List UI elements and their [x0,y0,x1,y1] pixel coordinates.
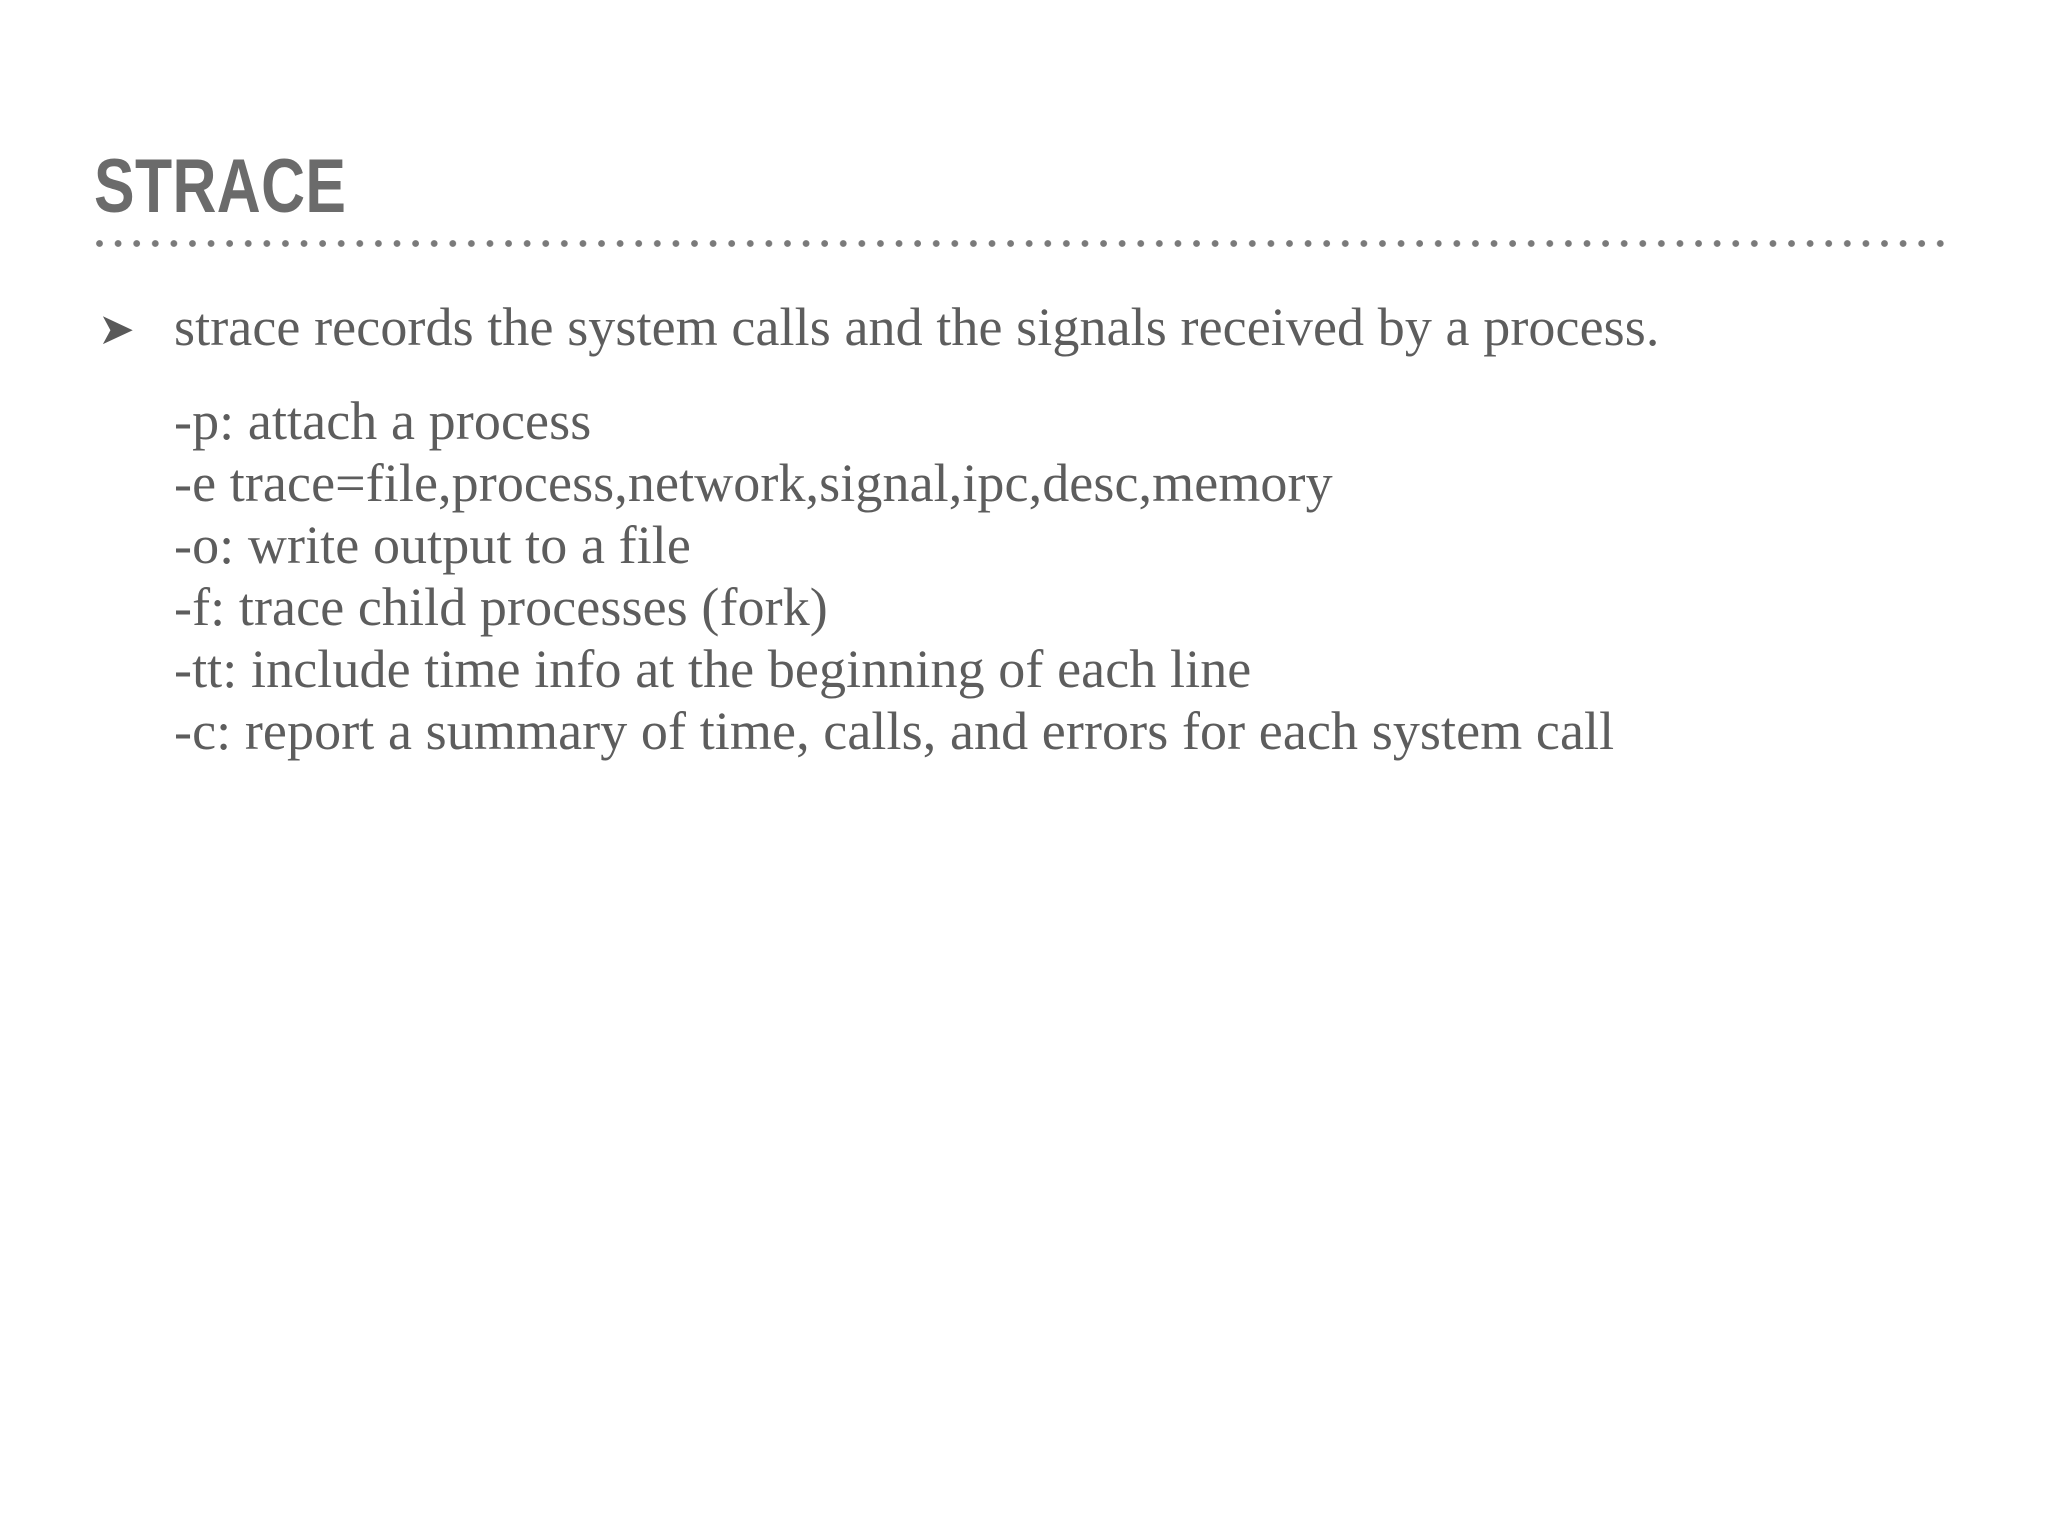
bullet-list-item-intro: ➤ strace records the system calls and th… [94,296,1974,358]
option-line-o: -o: write output to a file [174,515,691,575]
slide-body: ➤ strace records the system calls and th… [94,296,1974,762]
arrow-bullet-icon: ➤ [98,304,135,355]
bullet-text-intro: strace records the system calls and the … [174,297,1660,357]
title-divider-dotted-rule [96,240,1948,250]
option-line-e: -e trace=file,process,network,signal,ipc… [174,453,1333,513]
page-title: STRACE [94,143,347,229]
option-line-tt: -tt: include time info at the beginning … [174,639,1252,699]
option-line-c: -c: report a summary of time, calls, and… [174,701,1615,761]
option-line-f: -f: trace child processes (fork) [174,577,828,637]
option-line-p: -p: attach a process [174,391,592,451]
